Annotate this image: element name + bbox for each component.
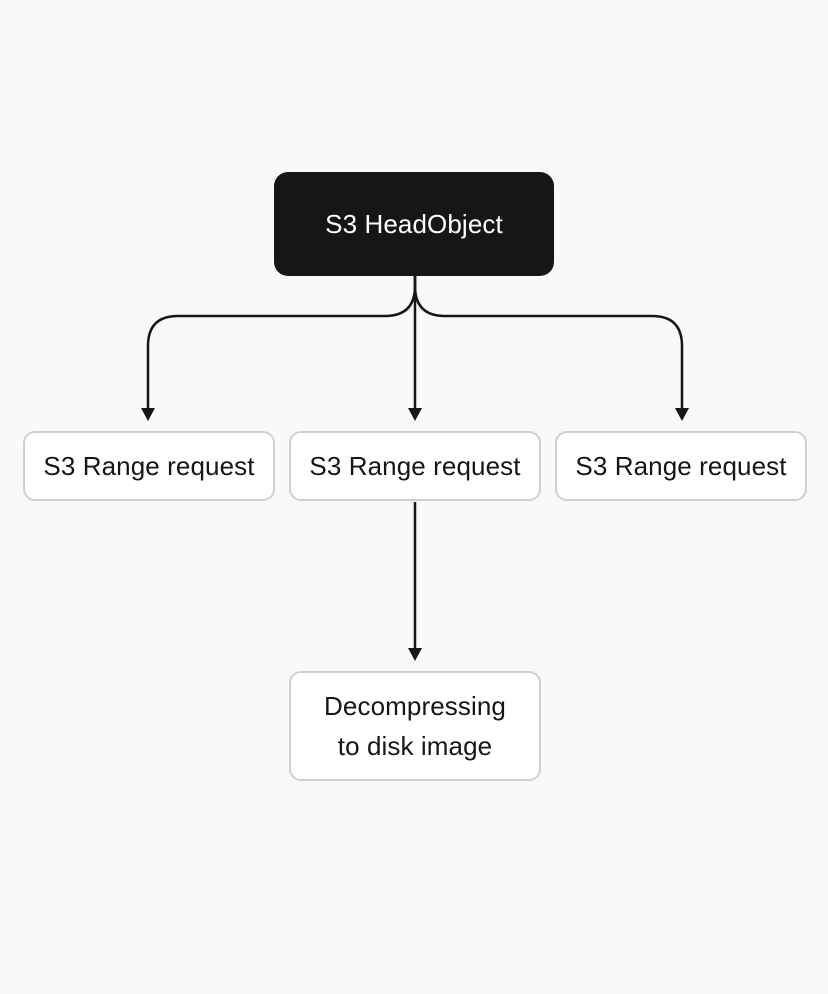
s3-headobject-node: S3 HeadObject <box>274 172 554 276</box>
s3-range-request-label: S3 Range request <box>575 451 787 481</box>
arrowhead-center <box>408 408 422 421</box>
arrowhead-right <box>675 408 689 421</box>
connector-head-to-range-left <box>146 276 417 410</box>
s3-range-request-node-right: S3 Range request <box>555 431 807 501</box>
s3-range-request-node-left: S3 Range request <box>23 431 275 501</box>
arrowhead-left <box>141 408 155 421</box>
s3-headobject-label: S3 HeadObject <box>325 209 503 239</box>
arrowhead-decompress <box>408 648 422 661</box>
connector-head-to-range-right <box>413 276 684 410</box>
decompressing-node: Decompressing to disk image <box>289 671 541 781</box>
s3-range-request-node-center: S3 Range request <box>289 431 541 501</box>
s3-range-request-label: S3 Range request <box>309 451 521 481</box>
decompressing-label: Decompressing to disk image <box>324 691 506 761</box>
s3-range-request-label: S3 Range request <box>43 451 255 481</box>
